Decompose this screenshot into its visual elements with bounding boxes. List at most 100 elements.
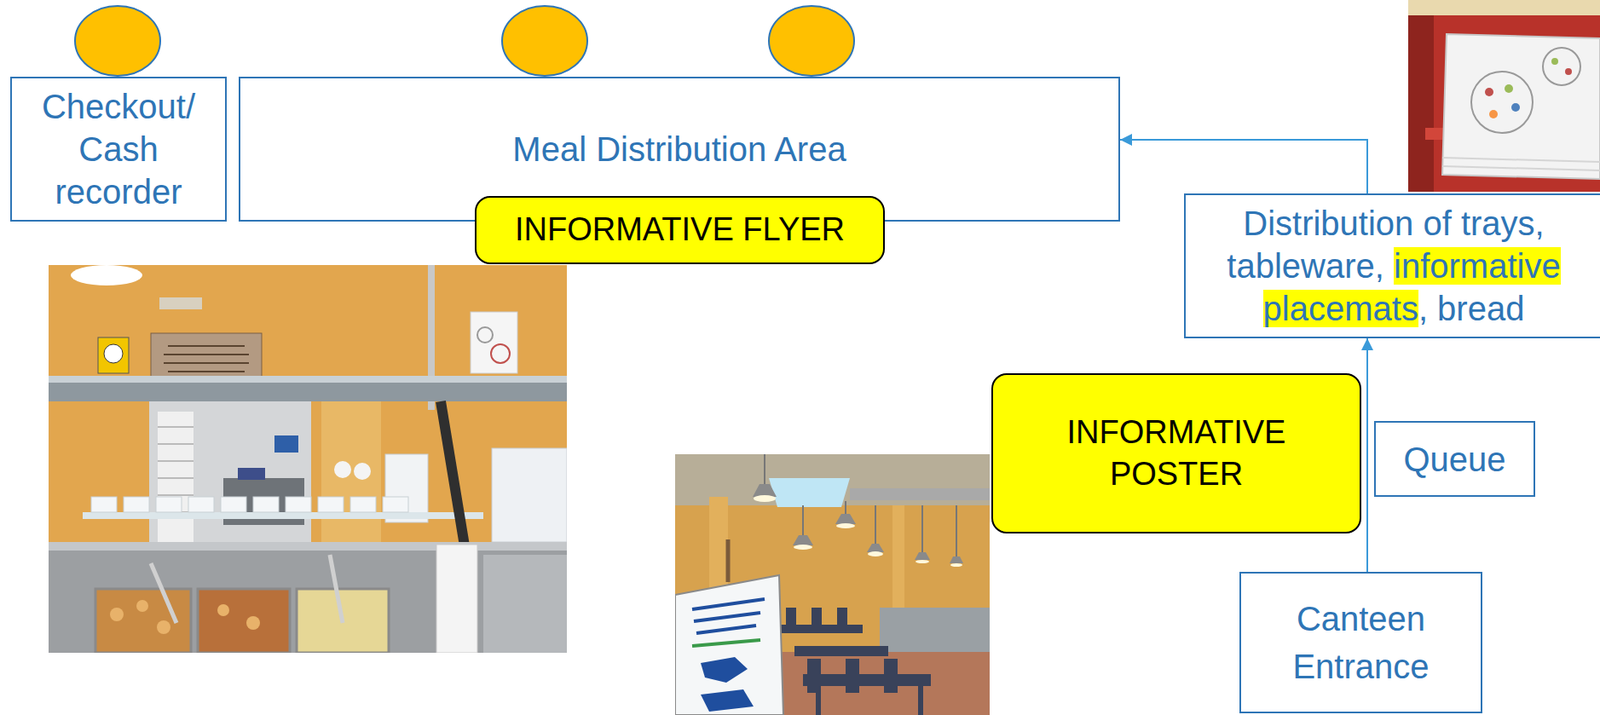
arrowhead [1120,133,1133,146]
dining-room-photo-part [700,657,748,683]
placemat-stack-photo [1408,0,1600,192]
dining-room-photo-part-part [836,523,855,529]
serving-counter-photo-part [48,542,567,551]
flyer-box: INFORMATIVE FLYER [474,196,885,265]
dining-room-photo-part [700,689,754,712]
serving-counter-photo-part-part [157,477,194,480]
serving-counter-photo-part [470,311,518,374]
placemat-stack-photo-part-part [1489,109,1498,119]
dining-room-photo-part-part [955,505,958,557]
serving-counter-photo-part [491,448,567,543]
serving-counter-photo-part-part [382,496,409,513]
serving-counter-photo-part [98,337,129,374]
serving-counter-photo-part-part [123,496,150,513]
dining-room-photo-part-part [874,505,877,544]
serving-counter-photo-part-part [91,496,117,513]
dining-room-photo-part-part [835,514,856,525]
serving-counter-photo-part [91,496,409,513]
serving-counter-photo-part-part [157,443,194,445]
staff-circles-part [502,5,588,76]
node-label: Canteen Entrance [1263,594,1460,691]
dining-room-photo-part-part [950,563,963,567]
dining-room-photo-part [764,454,957,557]
dining-room-photo-part-part [815,686,821,715]
serving-counter-photo-part [48,550,567,653]
dining-room-photo-part-part [811,607,822,630]
serving-counter-photo-part [329,554,343,624]
serving-counter-photo-part-part [157,426,194,428]
serving-counter-photo-part-part [157,460,194,463]
serving-counter-photo-part-part [167,345,245,347]
text-stack: INFORMATIVE FLYER [514,210,845,250]
queue-box: Queue [1374,421,1536,497]
dining-room-photo-part-part [763,454,766,485]
dining-room-photo-part-part [802,674,931,687]
placemat-stack-photo-part-part [1442,157,1600,162]
serving-counter-photo-part [82,512,484,520]
serving-counter-photo-part-part [156,620,171,635]
placemat-stack-photo-part [1408,0,1600,16]
serving-counter-photo-part-part [155,496,182,513]
dining-room-photo-part-part [696,625,757,634]
serving-counter-photo-part [48,382,567,402]
placemat-stack-photo-part-part [1442,166,1600,171]
node-label: Meal Distribution Area [512,127,846,171]
dining-room-photo-part [849,488,990,501]
dining-room-photo-part-part [794,646,889,657]
serving-counter-photo-part [149,401,312,555]
dining-room-photo-part-part [802,505,804,536]
text-stack: INFORMATIVE POSTER [1039,411,1313,497]
placemat-stack-photo-part [1484,57,1572,119]
serving-counter-photo-part-part [317,496,344,513]
text-stack: Meal Distribution Area [512,127,846,171]
serving-counter-photo-part-part [246,616,260,630]
serving-counter-photo-part-part [285,496,312,513]
text-stack: Checkout/ Cash recorder [33,85,204,214]
dining-room-photo-part [726,539,731,583]
dining-room-photo-part [692,599,765,634]
serving-counter-photo-part [70,265,143,286]
checkout-box: Checkout/ Cash recorder [10,76,227,222]
serving-counter-photo-part-part [217,604,230,617]
flow-arrow [1361,338,1374,572]
serving-counter-photo-part [321,401,382,555]
serving-counter-photo-part [274,435,299,453]
dining-room-photo-part-part [752,484,777,497]
dining-room-photo-part-part [693,612,761,622]
arrowhead [1361,338,1374,351]
dining-room-photo-part [753,495,963,567]
serving-counter-photo-part-part [136,600,149,613]
serving-counter-photo-part-part [167,370,245,373]
connector-line [1366,338,1369,572]
placemat-stack-photo-part-part [1484,87,1494,97]
serving-counter-photo-part-part [109,607,124,622]
serving-counter-photo-part-part [188,496,214,513]
placemat-stack-photo-part [1442,34,1600,180]
serving-counter-photo-part [48,375,567,383]
dining-room-photo-part-part [921,505,924,553]
dining-room-photo-part-part [918,686,924,715]
dining-room-photo-part [675,454,990,715]
dining-room-photo-part [879,607,990,655]
text-stack: Distribution of trays, tableware, inform… [1193,202,1595,330]
tray-station-box: Distribution of trays, tableware, inform… [1184,193,1600,339]
dining-room-photo-part-part [844,501,847,515]
dining-room-photo-part [777,607,931,715]
node-label: Distribution of trays, tableware, inform… [1193,202,1595,330]
dining-room-photo-part-part [915,560,930,564]
placemat-stack-photo-part-part [1565,68,1572,76]
placemat-stack-photo-part [1408,0,1600,192]
dining-room-photo-part-part [785,607,797,630]
serving-counter-photo-part [159,297,203,310]
serving-counter-photo-part-part [253,496,279,513]
text-stack: Queue [1403,438,1506,480]
placemat-stack-photo-part-part [1504,84,1514,93]
entrance-box: Canteen Entrance [1239,571,1483,714]
placemat-stack-photo-part [1442,157,1600,171]
serving-counter-photo [48,265,567,653]
placemat-stack-photo-part-part [1511,103,1520,112]
dining-room-photo-part-part [949,556,964,564]
dining-room-photo-part-part [883,658,898,694]
staff-circles-part [768,5,855,76]
